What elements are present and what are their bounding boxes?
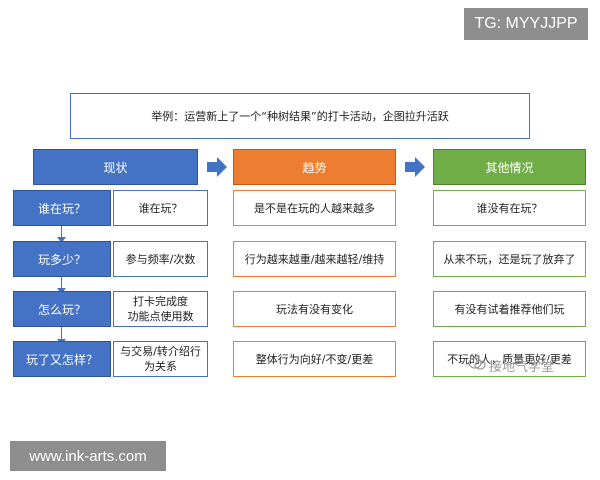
logo-watermark: 接地气学堂	[468, 356, 554, 375]
cell-status-outcome: 与交易/转介绍行 为关系	[113, 341, 208, 377]
cell-other-how: 有没有试着推荐他们玩	[433, 291, 586, 327]
row-label-outcome: 玩了又怎样？	[13, 341, 111, 377]
cell-trend-outcome: 整体行为向好/不变/更差	[233, 341, 396, 377]
arrow-right-icon	[405, 157, 425, 177]
cell-trend-how: 玩法有没有变化	[233, 291, 396, 327]
cell-status-who: 谁在玩？	[113, 190, 208, 226]
cell-other-who: 谁没有在玩？	[433, 190, 586, 226]
arrow-down-icon	[57, 237, 66, 243]
header-other: 其他情况	[433, 149, 586, 185]
cell-trend-who: 是不是在玩的人越来越多	[233, 190, 396, 226]
chat-bubble-icon	[468, 357, 486, 370]
row-label-how-much: 玩多少？	[13, 241, 111, 277]
url-watermark: www.ink-arts.com	[10, 441, 166, 471]
logo-text: 接地气学堂	[489, 360, 555, 375]
header-status: 现状	[33, 149, 198, 185]
cell-trend-how-much: 行为越来越重/越来越轻/维持	[233, 241, 396, 277]
example-box: 举例：运营新上了一个“种树结果”的打卡活动，企图拉升活跃	[70, 93, 530, 139]
cell-other-how-much: 从来不玩，还是玩了放弃了	[433, 241, 586, 277]
header-trend: 趋势	[233, 149, 396, 185]
cell-status-how-much: 参与频率/次数	[113, 241, 208, 277]
arrow-right-icon	[207, 157, 227, 177]
cell-status-how: 打卡完成度 功能点使用数	[113, 291, 208, 327]
tg-watermark: TG: MYYJJPP	[464, 8, 588, 40]
row-label-who: 谁在玩？	[13, 190, 111, 226]
cell-other-outcome: 不玩的人，质量更好/更差	[433, 341, 586, 377]
row-label-how: 怎么玩？	[13, 291, 111, 327]
